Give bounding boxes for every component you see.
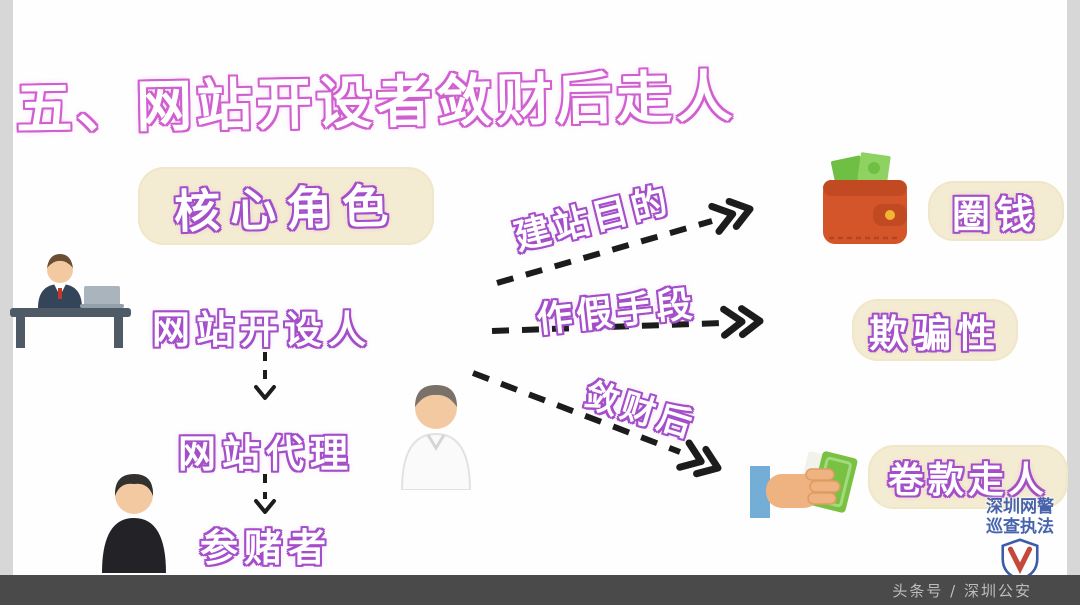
footer-bar: 头条号 / 深圳公安 [0, 575, 1080, 605]
man-white-shirt-icon [390, 378, 482, 490]
mini-arrow-agent-gambler [254, 474, 276, 514]
left-edge-bar [0, 0, 13, 605]
result-label-run-with-money: 卷款走人 [887, 460, 1048, 501]
result-box-collect-money: 圈钱 [928, 181, 1064, 241]
right-edge-bar [1067, 0, 1080, 605]
result-label-deceptive: 欺骗性 [868, 311, 1001, 356]
man-black-shirt-icon [92, 468, 177, 573]
arrow-label-build-purpose: 建站目的 [510, 180, 676, 259]
watermark: 深圳网警 巡查执法 [970, 497, 1070, 582]
flow-agent-label: 网站代理 [178, 432, 355, 476]
arrow-label-after-wealth: 敛财后 [579, 375, 701, 447]
result-box-run-with-money: 卷款走人 [868, 445, 1068, 509]
wallet-money-icon [815, 152, 915, 257]
footer-credit: 头条号 / 深圳公安 [892, 581, 1032, 600]
arrow-label-fraud-methods: 作假手段 [534, 283, 699, 342]
result-label-collect-money: 圈钱 [951, 192, 1040, 237]
watermark-line2: 巡查执法 [986, 516, 1054, 537]
result-box-deceptive: 欺骗性 [852, 299, 1018, 361]
core-role-box: 核心角色 [138, 167, 434, 245]
mini-arrow-founder-agent [254, 352, 276, 400]
hand-grabbing-money-icon [750, 448, 866, 534]
flow-gambler-label: 参赌者 [200, 526, 333, 570]
person-at-desk-icon [8, 250, 134, 350]
watermark-line1: 深圳网警 [986, 497, 1054, 517]
page-title: 五、网站开设者敛财后走人 [15, 64, 737, 143]
core-role-label: 核心角色 [173, 179, 399, 239]
flow-founder-label: 网站开设人 [152, 308, 373, 352]
